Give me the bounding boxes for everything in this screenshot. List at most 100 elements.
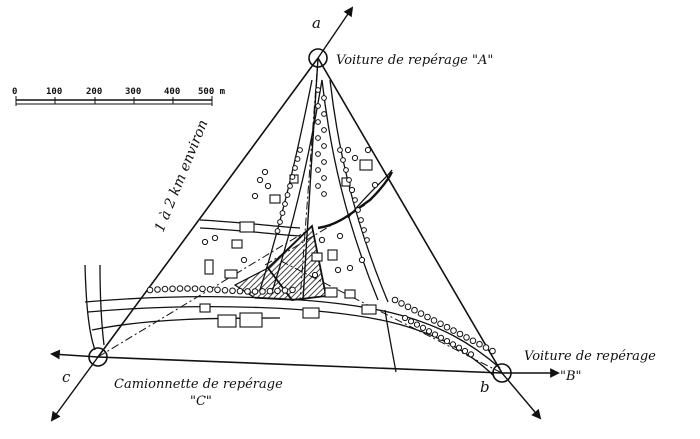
tree-marker	[161, 285, 169, 293]
bearing-arrow-b	[501, 372, 542, 420]
tree-marker	[443, 323, 451, 331]
tree-marker	[315, 183, 321, 189]
vehicle-c-label: Camionnette de repérage	[114, 377, 283, 392]
tree-marker	[411, 306, 418, 314]
vehicle-a-label: Voiture de repérage "A"	[336, 53, 493, 68]
tree-marker	[355, 207, 361, 213]
tree-marker	[266, 287, 274, 295]
tree-marker	[321, 143, 327, 149]
vertex-label-a: a	[312, 14, 321, 32]
tree-marker	[221, 286, 229, 294]
tree-marker	[443, 338, 451, 345]
vehicle-c-label-letter: "C"	[190, 394, 212, 409]
tree-marker	[431, 331, 439, 338]
tree-marker	[364, 146, 372, 154]
tree-marker	[261, 168, 269, 176]
tree-marker	[348, 186, 356, 194]
tree-marker	[358, 256, 366, 264]
tree-marker	[321, 159, 327, 165]
tree-marker	[191, 285, 199, 292]
vehicle-b-marker	[492, 363, 512, 383]
tree-marker	[404, 303, 412, 311]
vehicle-markers	[88, 48, 512, 383]
scale-tick-label: 200	[86, 87, 102, 97]
tree-marker	[430, 317, 438, 324]
tree-marker	[364, 237, 370, 243]
tree-marker	[344, 146, 352, 154]
tree-marker	[321, 191, 327, 197]
tree-marker	[358, 217, 364, 223]
vehicle-c-marker	[88, 347, 108, 367]
tree-marker	[424, 313, 431, 321]
tree-marker	[259, 288, 266, 295]
tree-marker	[469, 337, 477, 345]
tree-marker	[315, 167, 321, 173]
tree-marker	[315, 87, 321, 93]
tree-marker	[398, 300, 405, 307]
tree-marker	[256, 176, 264, 184]
tree-marker	[482, 344, 490, 351]
tree-marker	[244, 288, 251, 295]
tree-marker	[321, 111, 327, 117]
bearing-arrow-c	[50, 356, 99, 422]
tree-marker	[449, 341, 457, 348]
tree-marker	[351, 154, 359, 162]
tree-marker	[455, 344, 463, 351]
distance-label: 1 à 2 km environ	[152, 118, 212, 235]
tree-marker	[437, 320, 444, 328]
tree-markers	[146, 87, 496, 358]
scale-tick-label: 300	[125, 87, 141, 97]
scale-bar: 0 100 200 300 400 500 m	[12, 87, 226, 106]
tree-marker	[391, 296, 399, 304]
tree-marker	[315, 151, 321, 157]
tree-marker	[214, 286, 221, 294]
tree-marker	[274, 228, 281, 234]
tree-marker	[437, 334, 445, 341]
bearing-arrow-a	[317, 6, 354, 59]
tree-marker	[346, 264, 354, 272]
tree-marker	[201, 238, 209, 246]
tree-marker	[456, 330, 464, 338]
scale-tick-label: 0	[12, 87, 17, 97]
tree-marker	[352, 197, 358, 203]
tree-marker	[361, 227, 367, 233]
tree-marker	[236, 287, 244, 295]
tree-marker	[413, 321, 421, 328]
tree-marker	[450, 327, 457, 334]
tree-marker	[371, 181, 379, 189]
tree-marker	[251, 288, 259, 295]
tree-marker	[315, 119, 321, 125]
tree-marker	[282, 201, 288, 207]
tree-marker	[321, 127, 327, 133]
tree-marker	[277, 219, 283, 225]
tree-marker	[294, 156, 301, 162]
tree-marker	[176, 285, 184, 292]
tree-marker	[287, 183, 293, 189]
tree-marker	[407, 318, 415, 325]
buildings	[199, 159, 377, 328]
tree-marker	[251, 192, 259, 200]
tree-marker	[461, 347, 469, 355]
tree-marker	[264, 182, 272, 190]
tree-marker	[284, 192, 291, 198]
vehicle-b-label-letter: "B"	[560, 369, 582, 384]
tree-marker	[292, 165, 298, 171]
vehicle-a-marker	[308, 48, 328, 68]
tree-marker	[318, 236, 326, 244]
scale-tick-label: 100	[46, 87, 62, 97]
tree-marker	[154, 286, 161, 293]
tree-marker	[289, 286, 296, 294]
scale-tick-label: 500 m	[198, 87, 226, 97]
vertex-label-c: c	[62, 368, 71, 386]
tree-marker	[340, 157, 346, 163]
tree-marker	[346, 177, 352, 183]
tree-marker	[401, 314, 409, 322]
tree-marker	[206, 286, 214, 293]
tree-marker	[229, 287, 236, 295]
tree-marker	[336, 232, 344, 240]
tree-marker	[146, 286, 154, 294]
vertex-label-b: b	[480, 378, 490, 396]
tree-marker	[184, 285, 191, 292]
tree-marker	[274, 287, 281, 295]
